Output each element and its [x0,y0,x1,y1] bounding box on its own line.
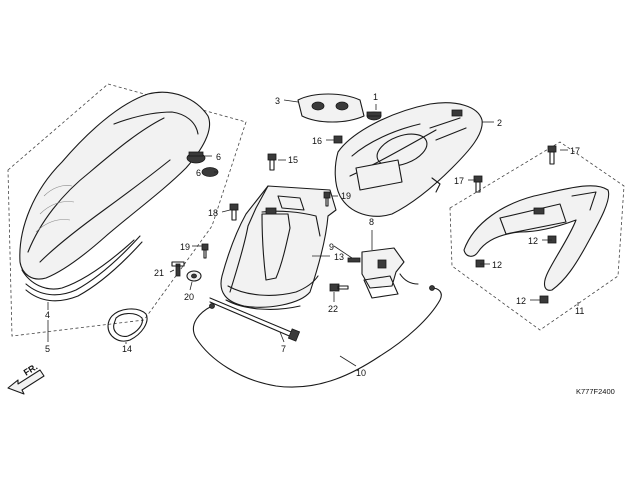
bolt-18 [229,203,239,221]
callout-16: 16 [312,136,322,146]
seat-group-frame [7,83,247,337]
bolt-19-right [323,191,331,207]
callout-8: 8 [369,217,374,227]
rear-grip-frame [449,141,625,331]
rear-grip [463,185,610,291]
cable-end-rear [429,285,435,291]
callout-11: 11 [575,306,584,316]
screw-21 [171,261,185,277]
rubber-mount-12-a [547,235,557,244]
callout-2: 2 [497,118,502,128]
cable-end-front [209,303,215,309]
callout-5: 5 [45,344,50,354]
callout-10: 10 [356,368,366,378]
callout-12-c: 12 [516,296,526,306]
grommet-1 [366,111,382,121]
bolt-17-lower [473,175,483,193]
callout-14: 14 [122,344,132,354]
callout-22: 22 [328,304,338,314]
seat-bumper-upper [186,151,206,164]
diagram-code: K777F2400 [576,387,615,396]
callout-19-right: 19 [341,191,351,201]
callout-12-a: 12 [528,236,538,246]
callout-21: 21 [154,268,164,278]
callout-7: 7 [281,344,286,354]
callout-20: 20 [184,292,194,302]
rubber-mount-12-c [539,295,549,304]
callout-18: 18 [208,208,218,218]
seat-release-cable [192,287,442,388]
luggage-box [220,185,337,310]
callout-19-left: 19 [180,242,190,252]
callout-6-upper: 6 [216,152,221,162]
callout-1: 1 [373,92,378,102]
bolt-15 [267,153,277,171]
washer-20 [186,270,202,282]
latch-pin-9 [347,257,361,263]
seat-latch [361,247,419,299]
rear-center-cover [334,102,483,217]
bolt-22 [329,283,349,292]
center-trim [297,93,365,123]
rubber-mount-12-b [475,259,485,268]
callout-12-b: 12 [492,260,502,270]
callout-3: 3 [275,96,280,106]
callout-13: 13 [334,252,344,262]
callout-17-lower: 17 [454,176,464,186]
bolt-17-upper [547,145,557,165]
bolt-16 [333,135,343,144]
seat [19,91,210,290]
seat-band [25,235,143,302]
seal-ring [107,308,148,342]
callout-15: 15 [288,155,298,165]
callout-9: 9 [329,242,334,252]
callout-4: 4 [45,310,50,320]
front-arrow: FR. [7,362,45,395]
callout-17-upper: 17 [570,146,580,156]
callout-6-lower: 6 [196,168,201,178]
bolt-19-left [201,243,209,259]
